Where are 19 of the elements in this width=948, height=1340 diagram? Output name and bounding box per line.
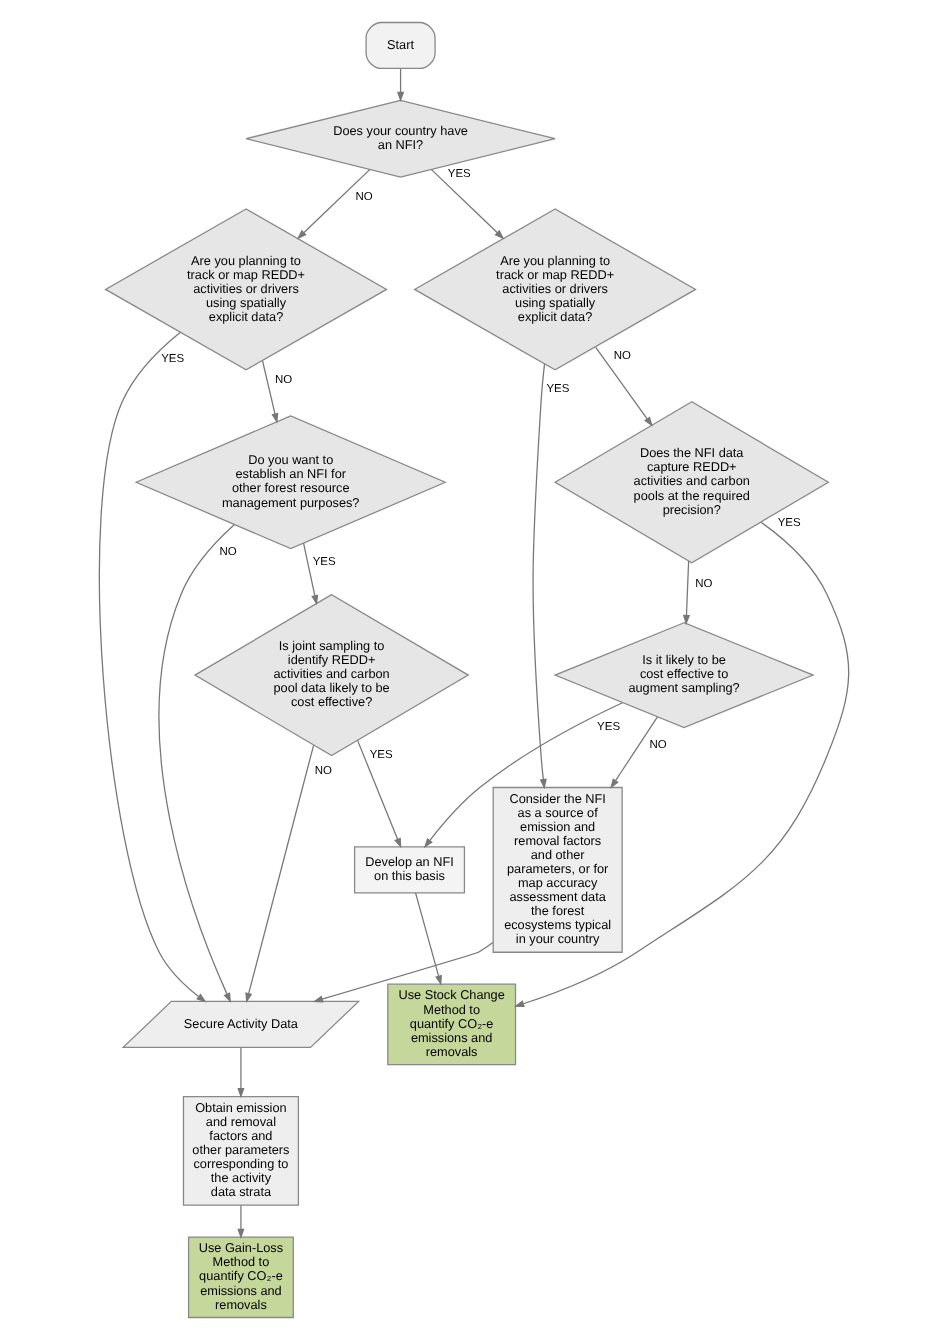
arrow	[302, 542, 319, 606]
arrow	[245, 744, 315, 1004]
arrow	[261, 360, 279, 424]
arrow	[532, 363, 547, 790]
arrow	[423, 702, 624, 849]
arrow	[158, 524, 235, 1003]
arrow	[595, 346, 653, 427]
arrow	[98, 331, 207, 1003]
arrow	[682, 560, 691, 626]
arrow	[414, 892, 442, 986]
arrow	[237, 1047, 245, 1099]
arrow	[430, 169, 505, 240]
arrow	[513, 521, 850, 1008]
arrow	[237, 1204, 245, 1239]
arrow	[312, 941, 494, 1003]
arrow	[356, 739, 402, 849]
arrow	[296, 169, 371, 240]
arrow	[397, 68, 405, 103]
arrow	[610, 716, 658, 789]
